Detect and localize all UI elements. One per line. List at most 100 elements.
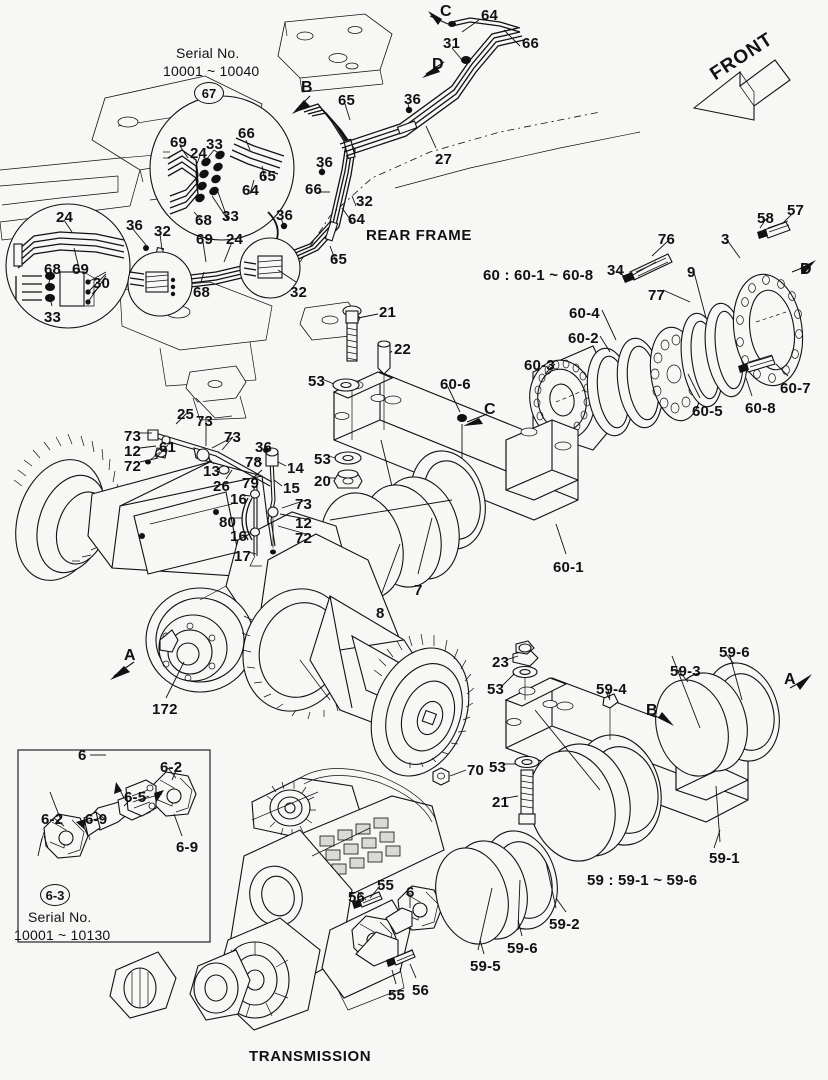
- yoke-left: [39, 813, 91, 859]
- transmission-assembly: [109, 768, 445, 1031]
- part-callout-8: 8: [376, 605, 385, 622]
- part-callout-73: 73: [224, 429, 242, 446]
- part-callout-53: 53: [489, 759, 507, 776]
- part-callout-58: 58: [757, 210, 775, 227]
- part-callout-6: 6: [78, 747, 87, 764]
- part-callout-68: 68: [44, 261, 62, 278]
- inset-box-6: [17, 749, 211, 943]
- serial-no-inset-line2: 10001 ~ 10130: [14, 927, 111, 943]
- part-callout-73: 73: [124, 428, 142, 445]
- leader-lines: [43, 19, 795, 985]
- part-callout-32: 32: [154, 223, 172, 240]
- detail-circle-upper: [149, 95, 295, 243]
- part-callout-70: 70: [467, 762, 485, 779]
- part-callout-32: 32: [356, 193, 374, 210]
- part-callout-73: 73: [196, 413, 214, 430]
- part-callout-16: 16: [230, 491, 248, 508]
- part-callout-24: 24: [226, 231, 244, 248]
- axle-assembly: [13, 433, 475, 786]
- part-callout-22: 22: [394, 341, 412, 358]
- part-callout-61: 61: [159, 439, 177, 456]
- part-callout-24: 24: [190, 145, 208, 162]
- part-callout-55: 55: [388, 987, 406, 1004]
- section-arrow-a-lower: A: [784, 671, 796, 688]
- part-callout-6-2: 6-2: [41, 811, 64, 828]
- hose-fittings-upper: [195, 150, 225, 203]
- part-callout-31: 31: [443, 35, 461, 52]
- circled-callout-6-3: 6-3: [40, 884, 70, 906]
- part-callout-73: 73: [295, 496, 313, 513]
- section-arrow-c-mid: C: [484, 401, 496, 418]
- part-callout-26: 26: [213, 478, 231, 495]
- part-callout-33: 33: [206, 136, 224, 153]
- section-arrow-b-lower: B: [646, 702, 658, 719]
- part-callout-60-7: 60-7: [780, 380, 811, 397]
- part-callout-69: 69: [72, 261, 90, 278]
- part-callout-68: 68: [195, 212, 213, 229]
- part-callout-15: 15: [283, 480, 301, 497]
- section-arrow-a-axle: A: [124, 647, 136, 664]
- part-callout-23: 23: [492, 654, 510, 671]
- part-callout-65: 65: [259, 168, 277, 185]
- part-callout-3: 3: [721, 231, 730, 248]
- part-callout-55: 55: [377, 877, 395, 894]
- part-callout-59-3: 59-3: [670, 663, 701, 680]
- part-callout-12: 12: [295, 515, 313, 532]
- part-callout-6-5: 6-5: [124, 789, 147, 806]
- part-callout-72: 72: [124, 458, 142, 475]
- part-callout-9: 9: [687, 264, 696, 281]
- part-callout-34: 34: [607, 262, 625, 279]
- part-callout-57: 57: [787, 202, 805, 219]
- note-59-range: 59 : 59-1 ~ 59-6: [587, 872, 698, 889]
- part-callout-56: 56: [348, 889, 366, 906]
- crossmember-60-1: [332, 371, 579, 521]
- part-callout-17: 17: [234, 548, 252, 565]
- part-callout-59-1: 59-1: [709, 850, 740, 867]
- note-60-range: 60 : 60-1 ~ 60-8: [483, 267, 594, 284]
- part-callout-32: 32: [290, 284, 308, 301]
- part-callout-60-8: 60-8: [745, 400, 776, 417]
- part-callout-60-1: 60-1: [553, 559, 584, 576]
- part-callout-60-2: 60-2: [568, 330, 599, 347]
- part-callout-59-5: 59-5: [470, 958, 501, 975]
- part-callout-30: 30: [93, 275, 111, 292]
- assembly-59: [435, 640, 780, 951]
- part-callout-25: 25: [177, 406, 195, 423]
- part-callout-24: 24: [56, 209, 74, 226]
- part-callout-77: 77: [648, 287, 666, 304]
- part-callout-172: 172: [152, 701, 178, 718]
- part-callout-59-6: 59-6: [719, 644, 750, 661]
- part-callout-68: 68: [193, 284, 211, 301]
- part-callout-64: 64: [481, 7, 499, 24]
- part-callout-60-3: 60-3: [524, 357, 555, 374]
- part-callout-33: 33: [222, 208, 240, 225]
- part-callout-78: 78: [245, 454, 263, 471]
- part-callout-33: 33: [44, 309, 62, 326]
- detail-circle-left: [5, 203, 131, 329]
- serial-no-top-line2: 10001 ~ 10040: [163, 63, 260, 79]
- coupling-yokes: [351, 885, 443, 967]
- part-callout-64: 64: [242, 182, 260, 199]
- section-arrow-b-top: B: [301, 79, 313, 96]
- detail-circle-small: [127, 251, 193, 317]
- part-callout-76: 76: [658, 231, 676, 248]
- part-callout-60-4: 60-4: [569, 305, 600, 322]
- detail-circle-right-small: [239, 237, 301, 299]
- part-callout-6-9: 6-9: [85, 811, 108, 828]
- part-callout-36: 36: [276, 207, 294, 224]
- part-callout-64: 64: [348, 211, 366, 228]
- part-callout-80: 80: [219, 514, 237, 531]
- part-callout-60-5: 60-5: [692, 403, 723, 420]
- bolt-76: [622, 253, 673, 283]
- part-callout-36: 36: [404, 91, 422, 108]
- transmission-title: TRANSMISSION: [249, 1048, 372, 1065]
- part-callout-16: 16: [230, 528, 248, 545]
- serial-no-inset-line1: Serial No.: [28, 909, 92, 925]
- shaft-6-5: [83, 779, 157, 837]
- bolt-60-7: [738, 354, 776, 373]
- bolt-21-22: [332, 305, 391, 489]
- bolt-57: [757, 220, 791, 239]
- part-callout-13: 13: [203, 463, 221, 480]
